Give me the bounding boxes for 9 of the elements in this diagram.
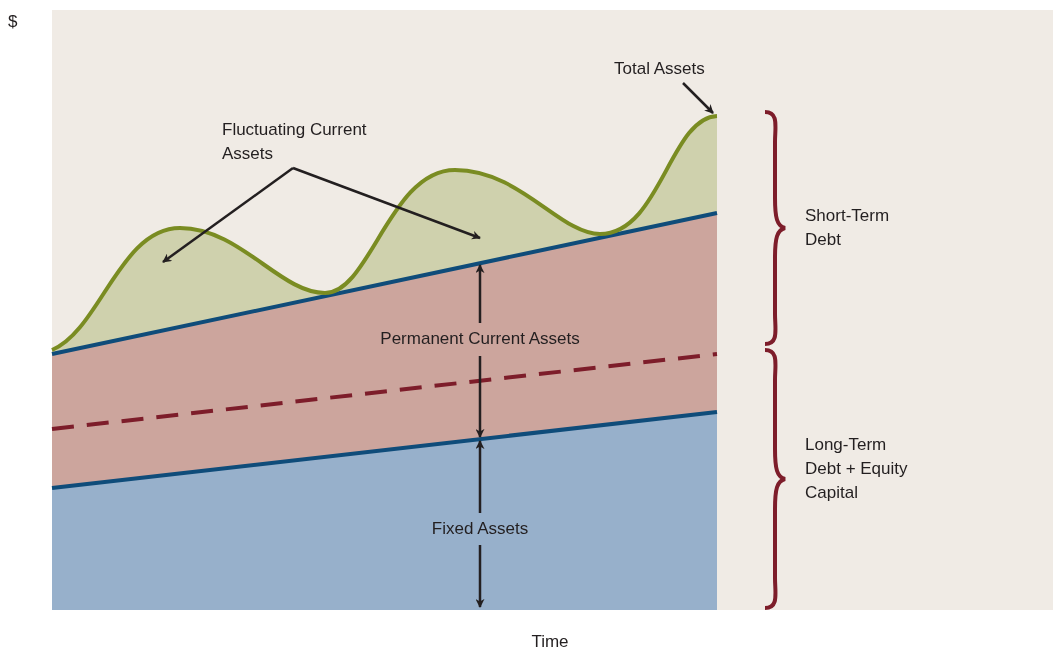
callout-label: Total Assets	[614, 57, 722, 81]
axis-label: $	[8, 11, 19, 33]
band-label: Short-Term Debt	[805, 205, 891, 251]
band-label: Long-Term Debt + Equity Capital	[805, 434, 909, 504]
leader-arrow	[292, 166, 481, 240]
leader-arrow	[162, 167, 294, 263]
callout-label: Fluctuating Current Assets	[222, 118, 372, 166]
axis-label: Time	[530, 631, 570, 652]
leader-arrow	[682, 82, 714, 114]
